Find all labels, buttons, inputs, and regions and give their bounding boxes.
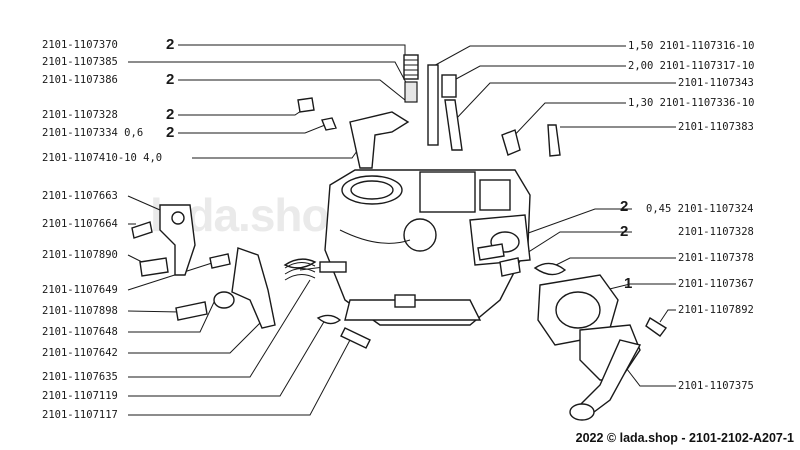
part-label: 2101-1107385	[42, 56, 118, 68]
part-label: 2101-1107642	[42, 347, 118, 359]
part-quantity: 2	[620, 223, 629, 240]
part-label: 2101-1107378	[678, 252, 754, 264]
part-label: 2101-1107635	[42, 371, 118, 383]
part-label: 2101-1107386	[42, 74, 118, 86]
part-label: 2101-1107367	[678, 278, 754, 290]
part-label: 2101-1107328	[678, 226, 754, 238]
part-quantity: 2	[166, 124, 175, 141]
part-quantity: 1	[624, 275, 633, 292]
part-quantity: 2	[166, 36, 175, 53]
pump-parts	[477, 243, 668, 421]
part-label: 2101-1107410-10 4,0	[42, 152, 163, 164]
part-label: 2101-1107383	[678, 121, 754, 133]
part-label: 2101-1107648	[42, 326, 118, 338]
part-label: 2,00 2101-1107317-10	[628, 60, 755, 72]
part-label: 2101-1107117	[42, 409, 118, 421]
part-label: 2101-1107328	[42, 109, 118, 121]
part-label: 1,50 2101-1107316-10	[628, 40, 755, 52]
part-label: 2101-1107892	[678, 304, 754, 316]
part-label: 2101-1107649	[42, 284, 118, 296]
part-label: 2101-1107375	[678, 380, 754, 392]
part-quantity: 2	[166, 71, 175, 88]
part-label: 2101-1107663	[42, 190, 118, 202]
part-label: 2101-1107898	[42, 305, 118, 317]
part-quantity: 2	[620, 198, 629, 215]
leader-lines-left	[127, 44, 411, 416]
part-label: 1,30 2101-1107336-10	[628, 97, 755, 109]
part-label: 2101-1107343	[678, 77, 754, 89]
linkage-parts	[131, 204, 371, 349]
part-label: 2101-1107664	[42, 218, 118, 230]
part-label: 2101-1107334 0,6	[42, 127, 144, 139]
part-quantity: 2	[166, 106, 175, 123]
footer-caption: 2022 © lada.shop - 2101-2102-A207-1	[575, 431, 794, 445]
part-label: 2101-1107890	[42, 249, 118, 261]
part-label: 0,45 2101-1107324	[646, 203, 754, 215]
part-label: 2101-1107119	[42, 390, 118, 402]
carburetor-body	[299, 169, 531, 326]
part-label: 2101-1107370	[42, 39, 118, 51]
top-parts	[297, 54, 561, 169]
